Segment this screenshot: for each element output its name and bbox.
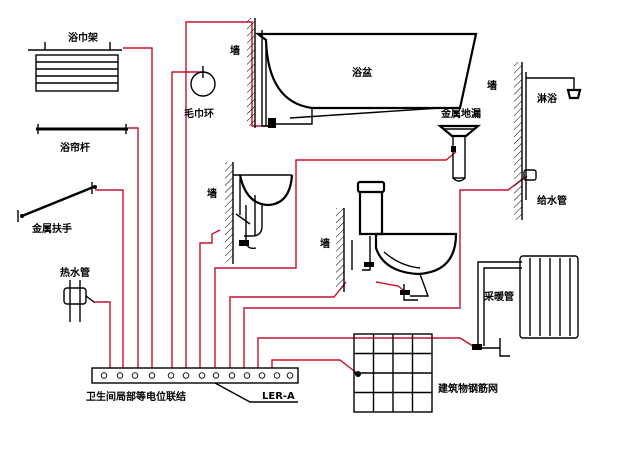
- rebar-mesh: [353, 333, 433, 413]
- label-wall-shower: 墙: [487, 79, 497, 92]
- labels: 浴巾架 浴帘杆 金属扶手 热水管 卫生间局部等电位联结 LER-A 毛巾环 墙 …: [31, 31, 567, 403]
- hot-water-pipe: [63, 280, 95, 322]
- label-bonding-main: 卫生间局部等电位联结: [86, 390, 186, 403]
- towel-ring: [190, 66, 216, 97]
- wire-shower: [243, 175, 528, 368]
- wire-floor-drain: [214, 151, 457, 368]
- wire-basin: [199, 229, 221, 368]
- label-floor-drain: 金属地漏: [440, 107, 481, 120]
- grab-bar: [17, 182, 97, 222]
- label-rebar-mesh: 建筑物钢筋网: [437, 382, 498, 395]
- label-towel-ring: 毛巾环: [184, 107, 214, 120]
- wire-towel-ring: [171, 71, 203, 368]
- wire-towel-rack: [123, 47, 153, 368]
- bathtub-assembly: [247, 18, 478, 128]
- label-ler: LER-A: [262, 391, 295, 402]
- wire-curtain-rod: [128, 127, 139, 368]
- towel-rack: [28, 42, 122, 92]
- terminal-screws: [100, 372, 294, 379]
- label-towel-rack: 浴巾架: [68, 31, 98, 44]
- bonding-terminal-bar: [91, 367, 299, 403]
- bonding-wires: [93, 21, 528, 375]
- wire-toilet: [229, 281, 347, 368]
- curtain-rod: [36, 124, 128, 134]
- floor-drain: [436, 124, 482, 182]
- label-curtain-rod: 浴帘杆: [60, 141, 90, 154]
- label-shower: 淋浴: [537, 92, 558, 105]
- heating-radiator: [472, 255, 579, 357]
- wire-heating: [257, 337, 477, 368]
- ler-leader: [214, 382, 298, 403]
- wire-hot-water: [93, 301, 111, 368]
- label-bathtub: 浴盆: [352, 66, 373, 79]
- label-grab-bar: 金属扶手: [31, 222, 72, 235]
- basin-assembly: [225, 162, 294, 264]
- shower-assembly: [514, 62, 582, 220]
- toilet-assembly: [336, 180, 458, 301]
- label-wall-toilet: 墙: [320, 237, 330, 250]
- wire-rebar: [271, 359, 359, 375]
- wire-grab-bar: [95, 189, 124, 368]
- label-wall-basin: 墙: [207, 187, 217, 200]
- label-wall-tub: 墙: [230, 44, 240, 57]
- label-heating-pipe: 采暖管: [483, 290, 514, 303]
- label-water-supply: 给水管: [537, 194, 567, 207]
- label-hot-water-pipe: 热水管: [60, 266, 90, 279]
